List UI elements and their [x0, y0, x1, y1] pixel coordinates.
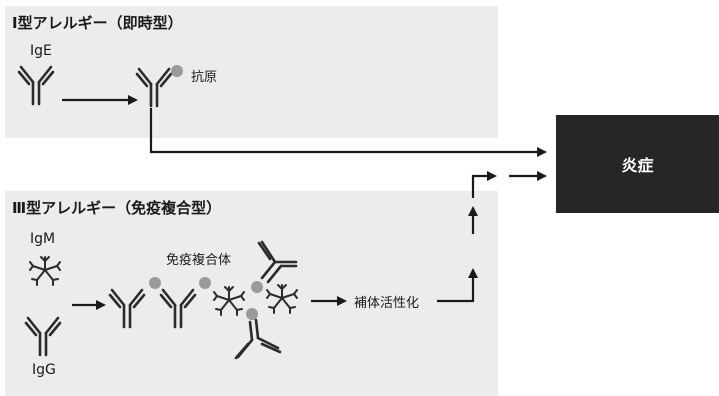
type1-panel: [5, 6, 498, 138]
ige-bound-antibody: [135, 67, 173, 108]
igm-molecule: [29, 256, 61, 286]
inflammation-label: 炎症: [621, 156, 654, 175]
igg-label: IgG: [32, 362, 56, 378]
immune-complex-label: 免疫複合体: [166, 253, 232, 268]
ige-label: IgE: [30, 43, 52, 59]
inflammation-box: 炎症: [556, 115, 719, 213]
immune-complex: [108, 240, 298, 360]
type3-title: Ⅲ型アレルギー（免疫複合型）: [12, 199, 222, 217]
arrow-corner-segment: [471, 171, 497, 198]
igg-antibody: [24, 316, 62, 357]
type3-panel: [5, 191, 498, 396]
igm-label: IgM: [30, 231, 56, 247]
arrow-complement-to-inflammation: [437, 268, 478, 303]
complement-activation-label: 補体活性化: [354, 296, 420, 311]
antigen-label: 抗原: [191, 70, 218, 85]
arrow-type1-to-inflammation: [149, 108, 547, 157]
type1-title: I型アレルギー（即時型）: [12, 14, 183, 32]
antigen-dot: [171, 65, 183, 77]
ige-antibody: [17, 65, 55, 106]
